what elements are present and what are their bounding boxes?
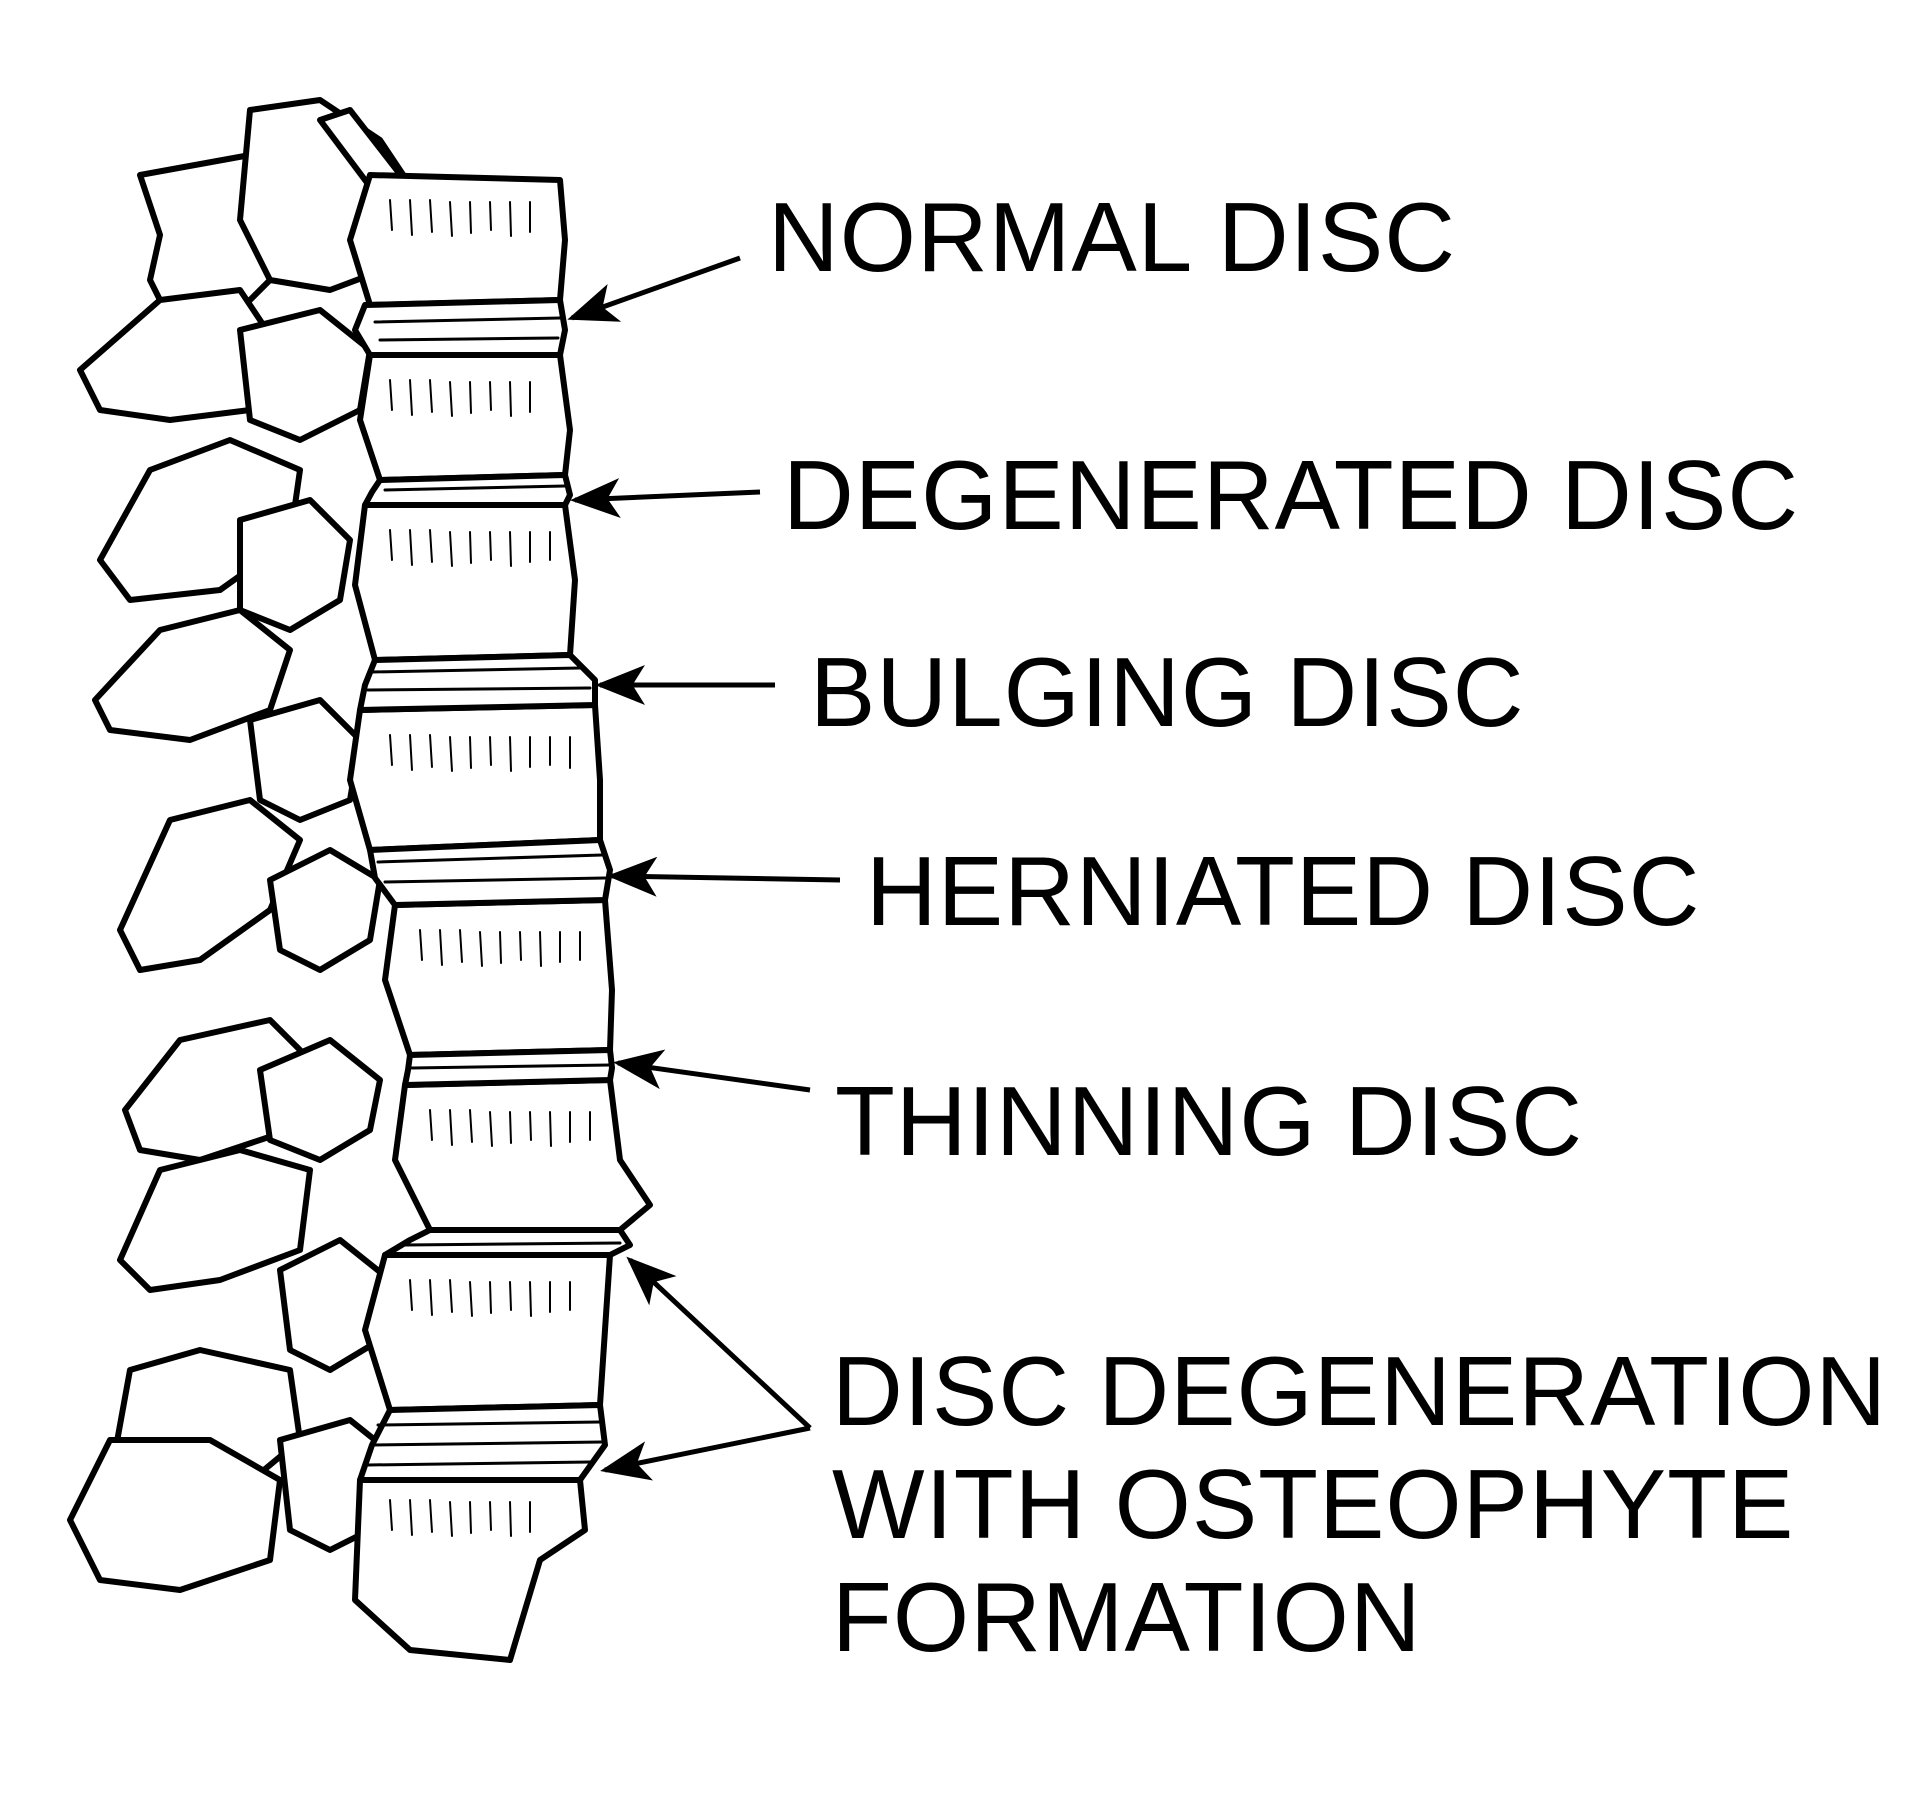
- vertebra-7: [362, 1252, 613, 1413]
- label-degenerated-disc: DEGENERATED DISC: [783, 440, 1800, 550]
- arrow-herniated-disc: [607, 856, 841, 897]
- vertebra-8: [352, 1477, 588, 1663]
- label-osteophyte-formation: DISC DEGENERATION WITH OSTEOPHYTE FORMAT…: [832, 1335, 1887, 1674]
- vertebra-1: [347, 172, 568, 308]
- vertebra-3: [352, 502, 578, 663]
- label-osteophyte-line2: WITH OSTEOPHYTE: [832, 1449, 1795, 1559]
- vertebra-4: [347, 702, 603, 853]
- spinal-column: [67, 97, 653, 1663]
- vertebra-5: [382, 897, 615, 1058]
- label-osteophyte-line3: FORMATION: [832, 1562, 1422, 1672]
- disc-herniated: [367, 837, 613, 908]
- label-herniated-disc: HERNIATED DISC: [866, 836, 1701, 946]
- arrow-osteophyte-lower: [600, 1425, 811, 1481]
- disc-normal: [352, 297, 568, 358]
- vertebra-6: [392, 1077, 653, 1233]
- arrow-degenerated-disc: [570, 478, 761, 519]
- vertebra-2: [357, 352, 573, 483]
- disc-degenerated: [362, 472, 573, 508]
- arrow-thinning-disc: [613, 1049, 811, 1093]
- arrow-normal-disc: [567, 255, 741, 322]
- label-bulging-disc: BULGING DISC: [810, 637, 1525, 747]
- disc-osteophyte-upper: [382, 1227, 633, 1258]
- disc-bulging: [357, 652, 598, 713]
- label-thinning-disc: THINNING DISC: [835, 1066, 1583, 1176]
- arrow-osteophyte-upper: [626, 1256, 812, 1430]
- bone-hatching: [389, 199, 591, 1537]
- label-normal-disc: NORMAL DISC: [768, 182, 1457, 292]
- label-arrows: [567, 255, 841, 1481]
- label-osteophyte-line1: DISC DEGENERATION: [832, 1336, 1888, 1446]
- disc-striations: [366, 316, 622, 1467]
